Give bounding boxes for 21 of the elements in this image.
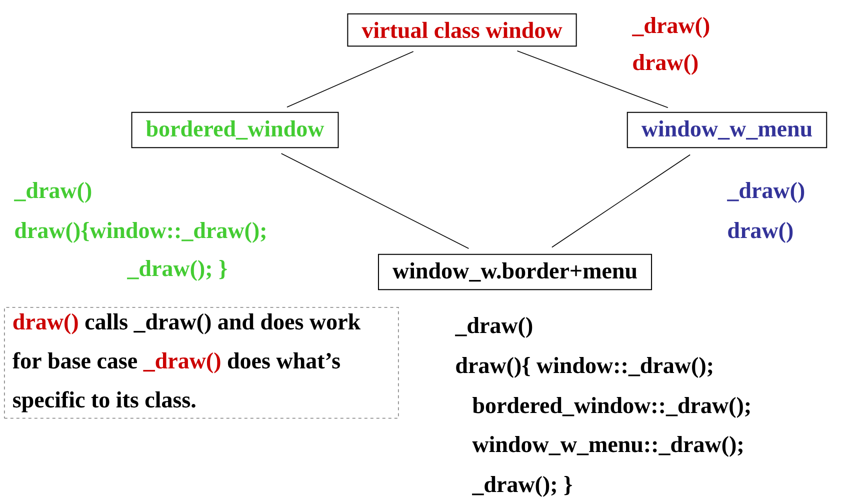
method-label: _draw(); } bbox=[472, 476, 572, 497]
class-box: window_w.border+menu bbox=[378, 254, 652, 290]
method-label: _draw() bbox=[14, 182, 92, 203]
connector-line bbox=[552, 154, 690, 248]
method-label: draw(){window::_draw(); bbox=[15, 222, 266, 243]
method-label: draw() bbox=[728, 222, 793, 243]
class-box: window_w_menu bbox=[626, 112, 828, 148]
class-box: bordered_window bbox=[131, 112, 339, 148]
method-label: _draw() bbox=[632, 17, 710, 38]
method-label: draw(){ window::_draw(); bbox=[456, 357, 712, 378]
method-label: _draw(); } bbox=[127, 260, 227, 281]
class-box: virtual class window bbox=[347, 13, 577, 47]
connector-line bbox=[516, 50, 668, 108]
note-box: draw() calls _draw() and does work for base case _draw() does what’s specific to its class. bbox=[4, 307, 399, 419]
method-label: bordered_window::_draw(); bbox=[472, 397, 750, 418]
method-label: draw() bbox=[633, 54, 698, 75]
method-label: window_w_menu::_draw(); bbox=[472, 436, 742, 457]
connector-line bbox=[280, 153, 470, 249]
method-label: _draw() bbox=[455, 317, 532, 338]
method-label: _draw() bbox=[727, 182, 804, 203]
connector-line bbox=[286, 51, 414, 108]
